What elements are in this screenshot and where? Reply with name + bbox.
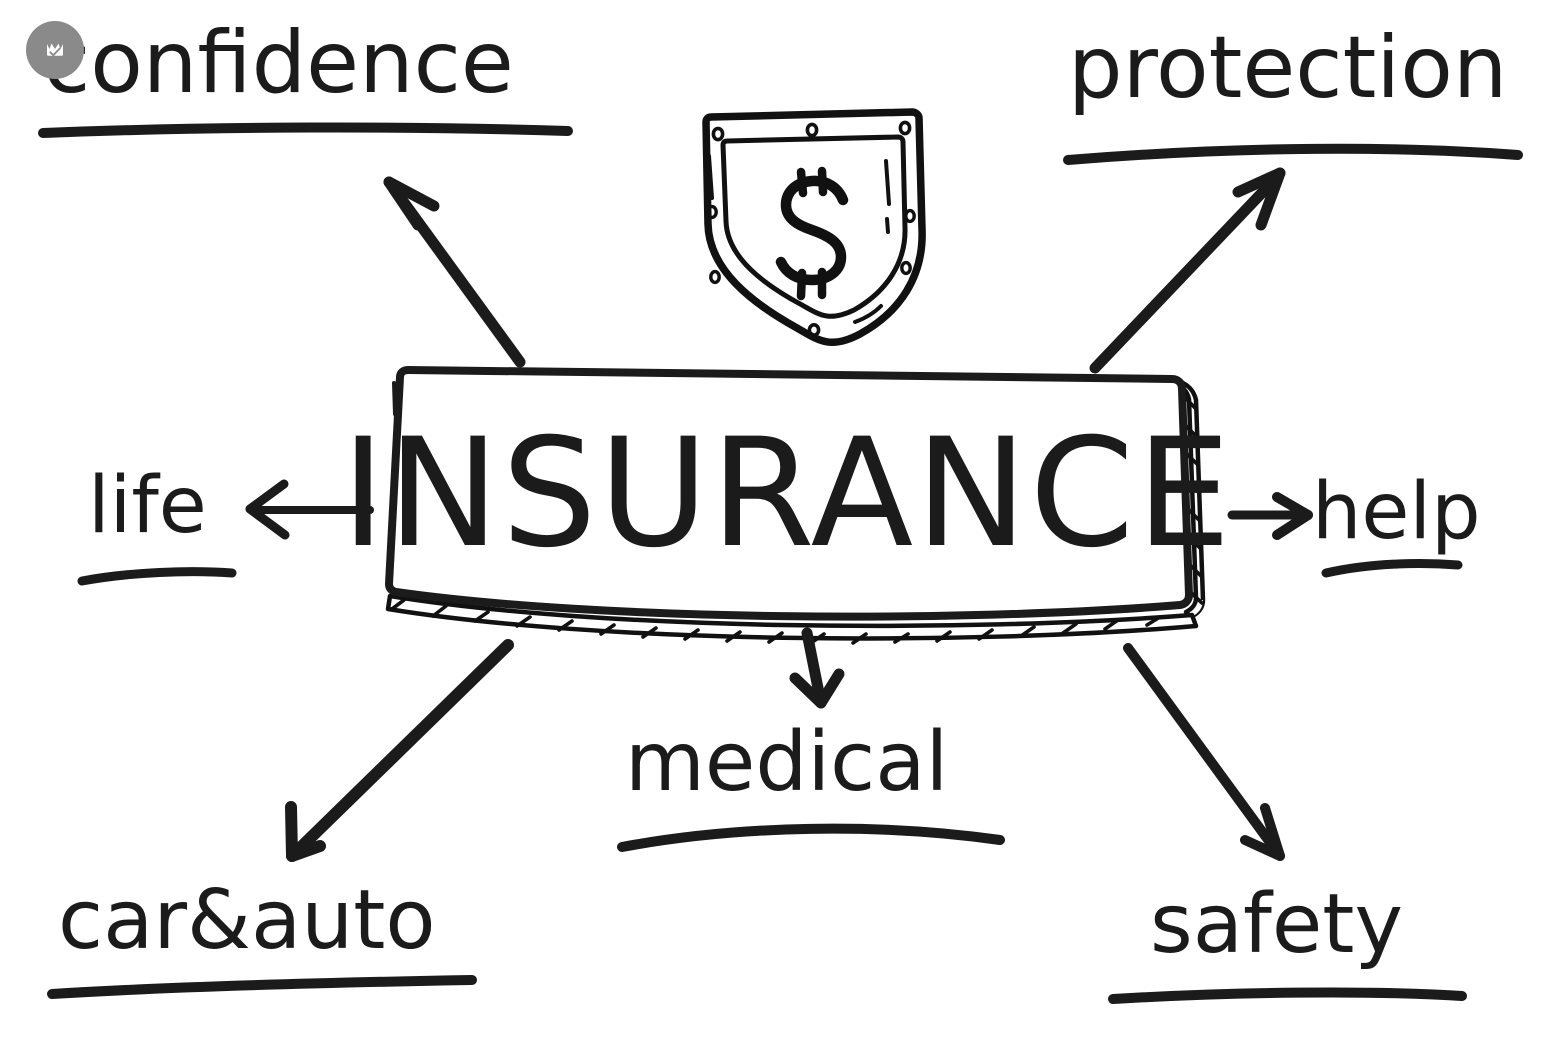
arrow-to-confidence xyxy=(383,176,526,368)
shield-dollar-icon xyxy=(702,108,926,346)
branch-label-medical: medical xyxy=(625,715,948,810)
center-node-label: INSURANCE xyxy=(341,407,1233,581)
branch-protection[interactable]: protection xyxy=(1063,18,1523,165)
center-node-insurance[interactable]: INSURANCE xyxy=(341,366,1233,645)
underline-protection xyxy=(1063,143,1523,165)
branch-label-confidence: confidence xyxy=(43,13,514,113)
underline-life xyxy=(77,567,237,586)
underline-safety xyxy=(1108,987,1467,1004)
underline-medical xyxy=(617,823,1005,852)
arrow-to-safety xyxy=(1123,643,1285,861)
underline-confidence xyxy=(38,122,573,138)
underline-help xyxy=(1321,559,1463,578)
arrow-to-medical xyxy=(789,627,845,709)
arrow-to-car-auto xyxy=(285,639,514,862)
box-bottom-hatching xyxy=(390,598,1162,645)
branch-help[interactable]: help xyxy=(1312,467,1481,578)
arrow-to-protection xyxy=(1089,167,1286,374)
arrow-to-help xyxy=(1227,492,1313,540)
underline-car-auto xyxy=(47,975,477,999)
watermark-badge-icon xyxy=(26,21,84,79)
branch-confidence[interactable]: confidence xyxy=(38,13,573,138)
branch-label-life: life xyxy=(88,461,207,551)
branch-life[interactable]: life xyxy=(77,461,237,586)
arrow-to-life xyxy=(245,479,374,540)
branch-label-car-auto: car&auto xyxy=(58,873,436,968)
branch-label-protection: protection xyxy=(1068,18,1507,118)
branch-medical[interactable]: medical xyxy=(617,715,1005,852)
branch-safety[interactable]: safety xyxy=(1108,877,1467,1004)
branch-label-help: help xyxy=(1312,467,1481,557)
branch-car-auto[interactable]: car&auto xyxy=(47,873,477,999)
crown-check-icon xyxy=(47,43,63,57)
branch-label-safety: safety xyxy=(1150,877,1403,972)
